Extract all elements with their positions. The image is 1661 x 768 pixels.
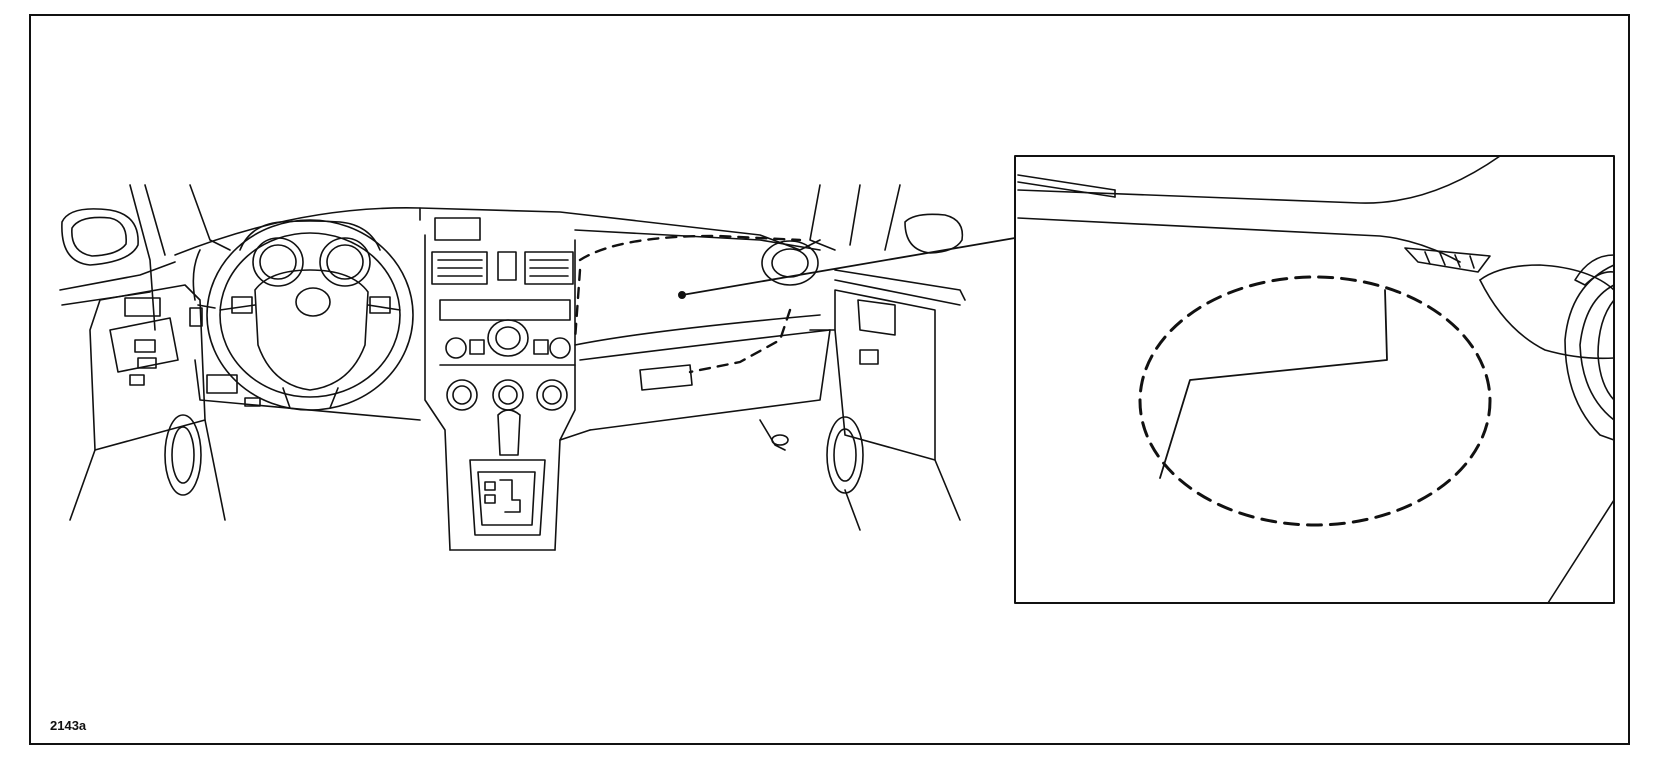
harness-route-dashed (578, 234, 802, 262)
inset-harness-line (1159, 289, 1388, 479)
target-area-dashed-ellipse (1138, 275, 1492, 527)
figure-frame (29, 14, 1630, 745)
detail-inset-frame (1014, 155, 1615, 604)
location-leader-line (681, 237, 1016, 296)
dashboard-overview (59, 184, 1016, 551)
windshield-line (174, 207, 821, 256)
figure-id-label: 2143a (50, 718, 87, 733)
passenger-dash (559, 229, 831, 451)
right-door (809, 184, 966, 531)
center-stack (424, 217, 576, 551)
steering-wheel (206, 219, 414, 411)
detail-inset (1014, 155, 1615, 604)
left-door (59, 184, 231, 521)
